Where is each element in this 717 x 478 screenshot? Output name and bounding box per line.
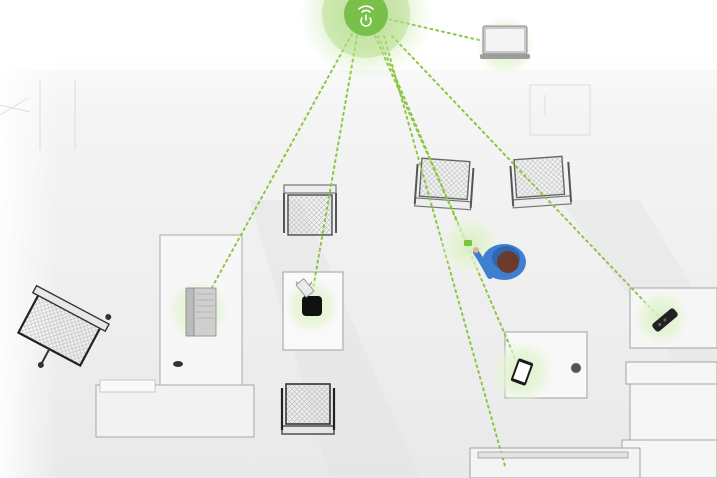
wifi-hub[interactable]	[302, 0, 430, 78]
cup	[571, 363, 581, 373]
chair-left-office	[16, 284, 112, 368]
chair-right-b	[509, 155, 573, 209]
chair-bottom-center	[280, 383, 336, 435]
wifi-power-icon	[358, 5, 374, 27]
apple-tv-box-icon[interactable]	[295, 278, 322, 316]
chair-right-a	[413, 157, 475, 211]
mouse	[173, 361, 183, 367]
tablet-icon[interactable]	[510, 358, 534, 386]
laptop-icon[interactable]	[185, 287, 217, 337]
chair-top-center	[283, 184, 337, 236]
tv-icon[interactable]	[477, 451, 629, 459]
wall-lines	[0, 80, 591, 150]
laptop-icon[interactable]	[480, 25, 530, 59]
phone-icon[interactable]	[464, 240, 472, 246]
remote-icon[interactable]	[651, 307, 679, 333]
person-icon	[464, 240, 526, 280]
